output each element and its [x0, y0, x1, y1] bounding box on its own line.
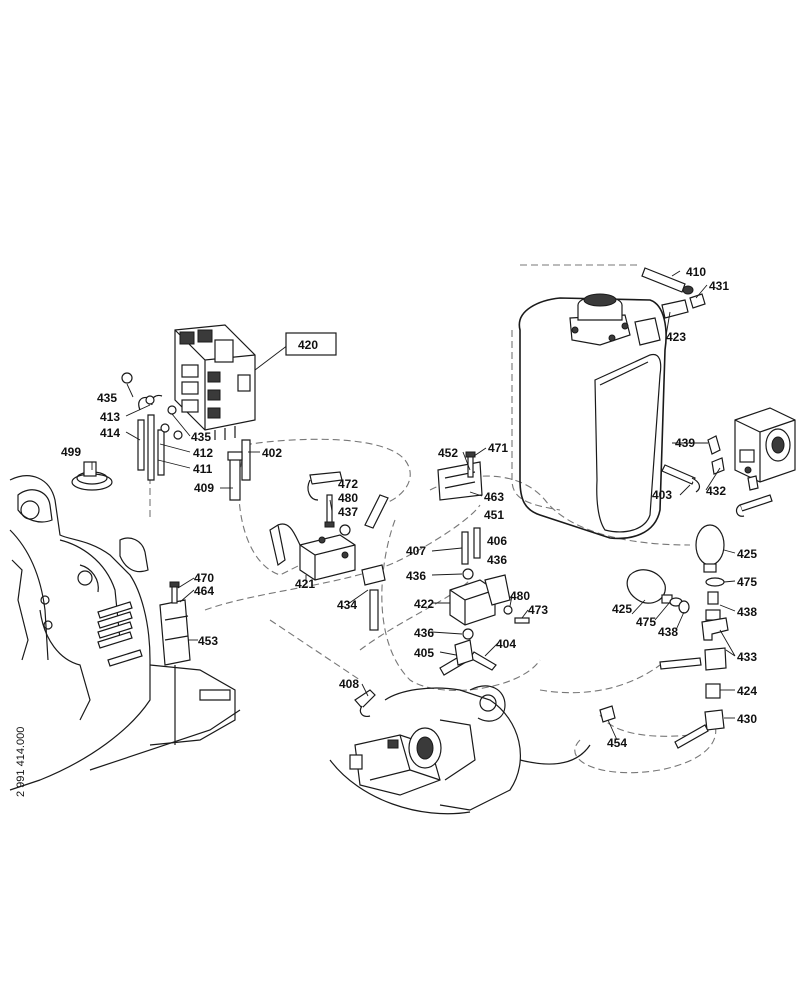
clamp-499: [71, 461, 113, 491]
part-label-436-a[interactable]: 436: [487, 553, 507, 567]
part-label-480-upper[interactable]: 480: [338, 491, 358, 505]
part-label-471[interactable]: 471: [488, 441, 508, 455]
part-label-410[interactable]: 410: [686, 265, 706, 279]
hydraulic-pump-bottom: [329, 685, 591, 815]
part-label-452[interactable]: 452: [438, 446, 458, 460]
valve-hoses: [121, 372, 251, 501]
part-label-403[interactable]: 403: [652, 488, 672, 502]
part-label-424[interactable]: 424: [737, 684, 757, 698]
part-label-472[interactable]: 472: [338, 477, 358, 491]
part-label-433[interactable]: 433: [737, 650, 757, 664]
part-label-470[interactable]: 470: [194, 571, 214, 585]
leader-lines: [91, 270, 736, 741]
part-label-435-lower[interactable]: 435: [191, 430, 211, 444]
part-label-402[interactable]: 402: [262, 446, 282, 460]
part-label-451[interactable]: 451: [484, 508, 504, 522]
part-label-421[interactable]: 421: [295, 577, 315, 591]
part-label-435-upper[interactable]: 435: [97, 391, 117, 405]
part-label-430[interactable]: 430: [737, 712, 757, 726]
part-label-475-right[interactable]: 475: [737, 575, 757, 589]
tank-fittings-top: [641, 267, 706, 319]
part-label-420[interactable]: 420: [298, 338, 318, 352]
part-label-454[interactable]: 454: [607, 736, 627, 750]
part-label-412[interactable]: 412: [193, 446, 213, 460]
solenoid-valve-422: [437, 451, 530, 676]
part-label-432[interactable]: 432: [706, 484, 726, 498]
drawing-number: 2 991 414.000: [15, 727, 27, 797]
hydraulic-tank: [518, 293, 667, 540]
gear-pump-right: [661, 407, 796, 517]
part-label-438-right[interactable]: 438: [737, 605, 757, 619]
distribution-block-421: [269, 471, 389, 631]
part-label-413[interactable]: 413: [100, 410, 120, 424]
part-label-436-c[interactable]: 436: [414, 626, 434, 640]
part-label-437[interactable]: 437: [338, 505, 358, 519]
part-label-423[interactable]: 423: [666, 330, 686, 344]
part-label-480-lower[interactable]: 480: [510, 589, 530, 603]
part-labels: 420 410 431 423 435 413 435 414 412 411 …: [61, 265, 757, 750]
part-label-407[interactable]: 407: [406, 544, 426, 558]
part-label-499[interactable]: 499: [61, 445, 81, 459]
part-label-425-left[interactable]: 425: [612, 602, 632, 616]
part-label-453[interactable]: 453: [198, 634, 218, 648]
part-label-406[interactable]: 406: [487, 534, 507, 548]
part-label-405[interactable]: 405: [414, 646, 434, 660]
part-label-422[interactable]: 422: [414, 597, 434, 611]
part-label-431[interactable]: 431: [709, 279, 729, 293]
part-label-434[interactable]: 434: [337, 598, 357, 612]
part-label-425-right[interactable]: 425: [737, 547, 757, 561]
part-label-408[interactable]: 408: [339, 677, 359, 691]
part-label-464[interactable]: 464: [194, 584, 214, 598]
part-label-473[interactable]: 473: [528, 603, 548, 617]
control-valve-block: [174, 324, 289, 440]
part-label-439[interactable]: 439: [675, 436, 695, 450]
part-label-438-left[interactable]: 438: [658, 625, 678, 639]
part-label-436-b[interactable]: 436: [406, 569, 426, 583]
part-label-463[interactable]: 463: [484, 490, 504, 504]
part-label-411[interactable]: 411: [193, 462, 213, 476]
part-label-409[interactable]: 409: [194, 481, 214, 495]
accumulators-right: [599, 524, 729, 749]
machine-frame-left: [9, 475, 241, 791]
label-box-420: [285, 332, 337, 356]
bracket-453: [97, 581, 191, 667]
part-label-414[interactable]: 414: [100, 426, 120, 440]
part-label-404[interactable]: 404: [496, 637, 516, 651]
part-label-475-left[interactable]: 475: [636, 615, 656, 629]
